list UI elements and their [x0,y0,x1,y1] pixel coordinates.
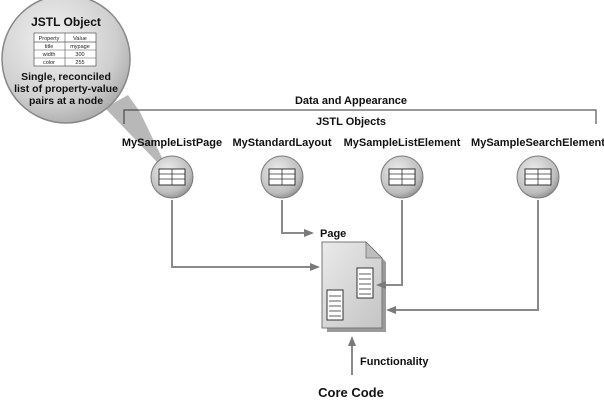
connectors [171,200,539,375]
table-icon [158,168,186,186]
table-icon [524,168,552,186]
table-header-value: Value [73,36,87,42]
table-cell: 255 [75,60,84,66]
data-and-appearance-label: Data and Appearance [295,95,407,107]
callout-caption-line: pairs at a node [29,95,103,107]
object-label-mysamplelistelement: MySampleListElement [344,137,461,149]
page-document [321,241,386,332]
node-mysamplesearchelement [516,155,560,199]
object-label-mysamplelistpage: MySampleListPage [122,137,222,149]
table-icon [268,168,296,186]
arrow-icon [171,200,320,271]
functionality-label: Functionality [360,356,429,368]
callout-title: JSTL Object [31,15,101,29]
property-table: Property Value title mypage width 300 co… [33,32,97,67]
table-cell: 300 [75,52,84,58]
node-mysamplelistpage [150,155,194,199]
table-cell: width [42,52,56,58]
bracket-line [123,109,597,124]
node-mystandardlayout [260,155,304,199]
object-label-mysamplesearchelement: MySampleSearchElement [471,137,604,149]
arrow-icon [281,200,314,237]
callout-group: JSTL Object Property Value title mypage … [1,0,163,162]
callout-caption-line: list of property-value [14,83,118,95]
callout-caption-line: Single, reconciled [21,71,111,83]
list-icon [356,267,374,299]
table-header-property: Property [39,36,60,42]
jstl-objects-label: JSTL Objects [316,116,386,128]
arrow-icon [376,200,403,289]
core-code-label: Core Code [318,385,384,400]
arrow-icon [386,200,539,314]
table-cell: title [45,44,54,50]
table-icon [388,168,416,186]
table-cell: mypage [70,44,90,50]
page-label: Page [320,228,346,240]
list-icon [326,289,344,321]
table-cell: color [43,60,55,66]
object-label-mystandardlayout: MyStandardLayout [232,137,331,149]
node-mysamplelistelement [380,155,424,199]
document-fold [365,241,383,259]
callout-tail [105,95,163,162]
